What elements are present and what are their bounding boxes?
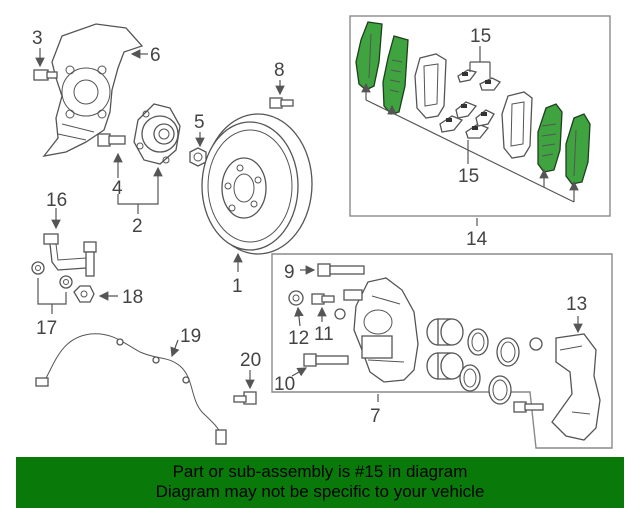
piston-upper[interactable]: [426, 318, 464, 346]
brake-hose[interactable]: [43, 233, 97, 277]
caliper-bracket[interactable]: [551, 333, 601, 441]
pad-clip-set-lower[interactable]: [439, 101, 495, 139]
callout-15-lower[interactable]: 15: [458, 166, 479, 187]
banner-line-1: Part or sub-assembly is #15 in diagram: [172, 462, 468, 481]
callout-7[interactable]: 7: [370, 406, 381, 427]
callout-18[interactable]: 18: [122, 287, 143, 308]
pad-kit-box: [349, 15, 611, 217]
guide-pin-9[interactable]: [317, 263, 365, 277]
callout-12[interactable]: 12: [288, 328, 309, 349]
info-banner: Part or sub-assembly is #15 in diagram D…: [16, 457, 624, 508]
bolt-3[interactable]: [33, 69, 58, 81]
hub-bearing[interactable]: [133, 103, 181, 165]
brake-assembly-diagram: 14 15 15: [31, 15, 613, 449]
callout-4[interactable]: 4: [112, 178, 123, 199]
brake-pad-left-outer[interactable]: [355, 21, 383, 91]
banner-line-2: Diagram may not be specific to your vehi…: [155, 482, 485, 501]
callout-8[interactable]: 8: [274, 60, 285, 81]
caliper-group: 7 9 12 11: [271, 253, 613, 449]
callout-19[interactable]: 19: [180, 326, 201, 347]
guide-pin-10[interactable]: [303, 353, 349, 367]
callout-14[interactable]: 14: [466, 229, 488, 250]
bleeder-screw-11[interactable]: [311, 293, 335, 305]
brake-pad-right-inner[interactable]: [537, 103, 563, 173]
brake-pad-right-outer[interactable]: [565, 113, 591, 185]
callout-5[interactable]: 5: [194, 112, 205, 133]
guide-boot[interactable]: [529, 337, 543, 351]
callout-6[interactable]: 6: [150, 45, 161, 66]
abs-sensor-wire[interactable]: [35, 333, 227, 445]
callout-17[interactable]: 17: [36, 318, 57, 339]
dust-cap[interactable]: [334, 308, 346, 320]
piston-seals[interactable]: [459, 328, 520, 405]
brake-pad-white-left: [414, 53, 447, 119]
bolt-8[interactable]: [269, 97, 294, 109]
brake-pad-white-right: [501, 91, 533, 159]
bolt-18[interactable]: [73, 285, 95, 303]
callout-3[interactable]: 3: [32, 28, 43, 49]
bolt-4[interactable]: [97, 133, 126, 147]
callout-20[interactable]: 20: [240, 350, 261, 371]
callout-16[interactable]: 16: [46, 190, 67, 211]
caliper-body[interactable]: [343, 277, 419, 383]
callout-10[interactable]: 10: [274, 374, 295, 395]
bolt-20[interactable]: [233, 391, 257, 405]
washers-17[interactable]: [31, 261, 73, 289]
callout-13[interactable]: 13: [566, 294, 587, 315]
brake-rotor[interactable]: [201, 113, 313, 255]
callout-11[interactable]: 11: [314, 324, 334, 345]
pad-kit-group: 14 15 15: [349, 15, 611, 250]
callout-1[interactable]: 1: [232, 276, 243, 297]
pad-clip-set-upper[interactable]: [457, 69, 501, 91]
nut-5[interactable]: [189, 147, 207, 167]
caliper-box: [271, 253, 613, 449]
callout-2[interactable]: 2: [132, 216, 143, 237]
caliper-bolt[interactable]: [513, 401, 544, 413]
brake-pad-left-inner[interactable]: [382, 35, 409, 115]
callout-15-upper[interactable]: 15: [470, 26, 491, 47]
callout-9[interactable]: 9: [284, 262, 295, 283]
bleeder-cap-12[interactable]: [288, 290, 304, 306]
dust-shield[interactable]: [42, 23, 144, 157]
piston-lower[interactable]: [426, 352, 464, 380]
